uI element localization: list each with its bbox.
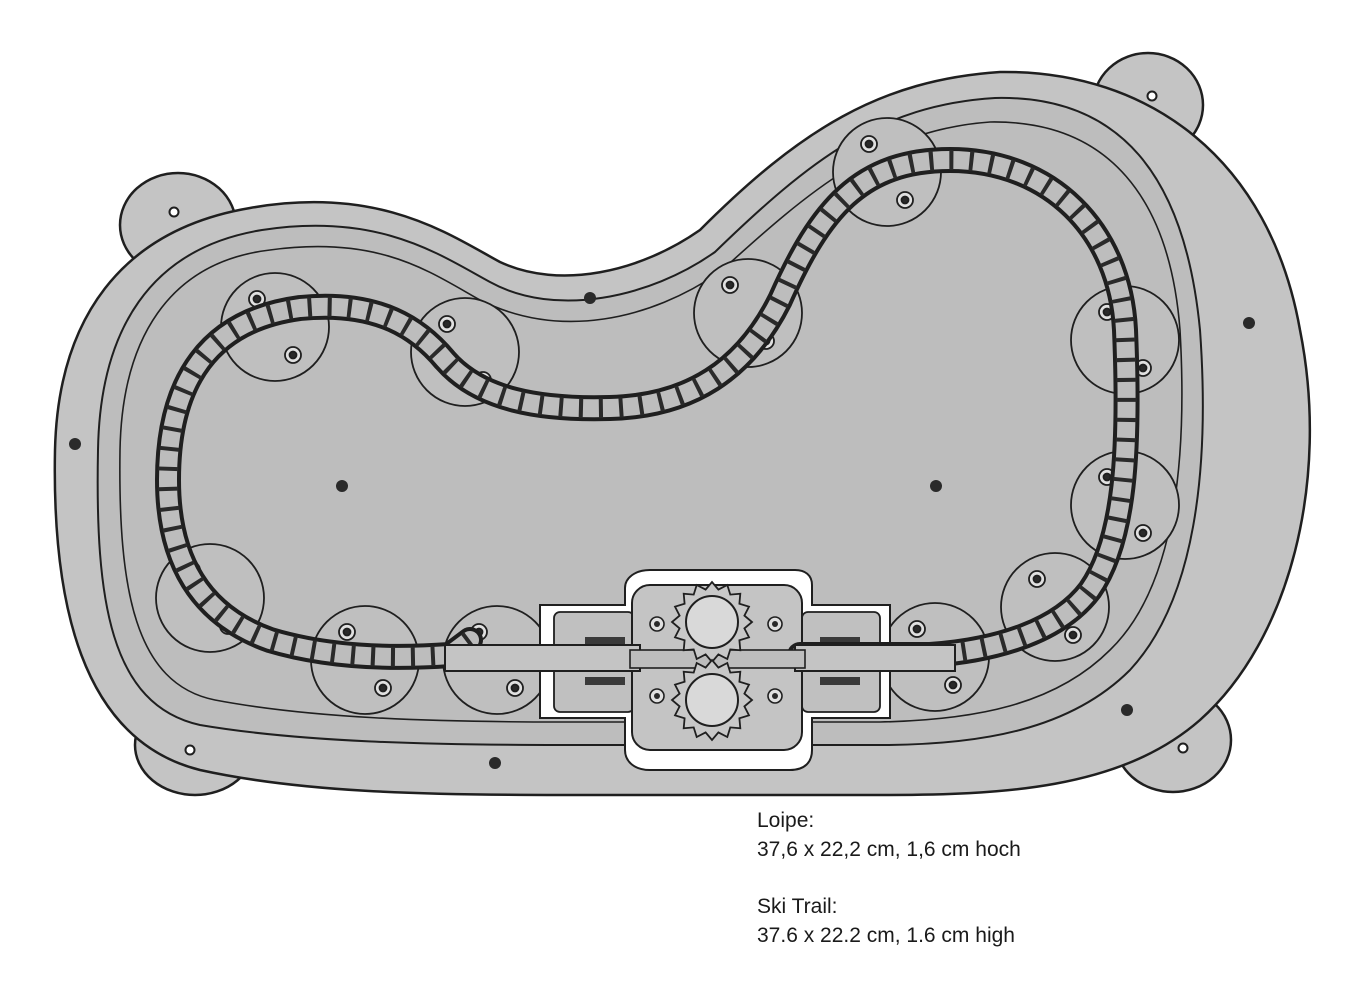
track-supports [155,117,1180,715]
sprocket-gear [670,658,754,742]
track-straight-right [794,644,956,672]
ski-trail-diagram [53,51,1312,797]
ear-holes [168,90,1189,756]
track-straight-left [444,644,641,672]
drive-gears [670,580,754,742]
mounting-holes [69,292,1255,769]
caption-english: Ski Trail: 37.6 x 22.2 cm, 1.6 cm high [757,892,1015,950]
caption-german-dimensions: 37,6 x 22,2 cm, 1,6 cm hoch [757,838,1021,861]
caption-english-heading: Ski Trail: [757,895,838,918]
ski-trail-track [155,147,1140,672]
caption-german-heading: Loipe: [757,809,815,832]
track-ties [157,149,1137,667]
sprocket-gear [670,580,754,664]
caption-english-dimensions: 37.6 x 22.2 cm, 1.6 cm high [757,924,1015,947]
caption-german: Loipe: 37,6 x 22,2 cm, 1,6 cm hoch [757,806,1021,864]
base-plate-inner [96,96,1204,746]
